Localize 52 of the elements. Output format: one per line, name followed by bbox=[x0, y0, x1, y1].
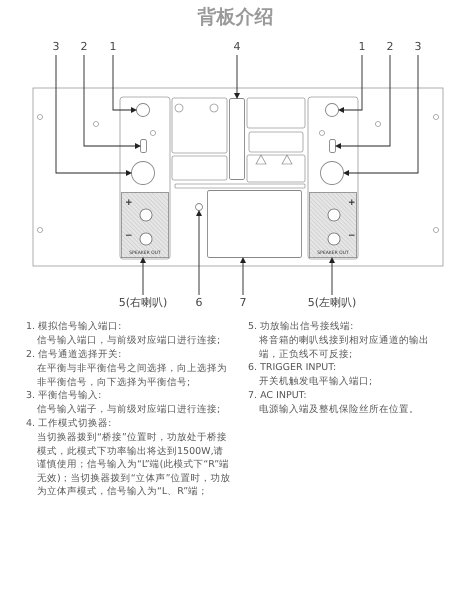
speaker-terminal-panel bbox=[309, 192, 357, 258]
list-heading: 4. 工作模式切换器: bbox=[26, 417, 112, 430]
leader-arrow bbox=[343, 54, 418, 176]
description-text: 在平衡与非平衡信号之间选择，向上选择为非平衡信号，向下选择为平衡信号; bbox=[37, 362, 228, 389]
callout-number: 3 bbox=[50, 40, 62, 54]
list-heading: 3. 平衡信号输入: bbox=[26, 389, 102, 402]
leader-arrow bbox=[335, 54, 390, 149]
callout-number: 2 bbox=[78, 40, 90, 54]
description-text: 信号输入端子，与前级对应端口进行连接; bbox=[37, 403, 222, 416]
mode-switch-strip bbox=[229, 98, 245, 180]
callout-number: 4 bbox=[231, 40, 243, 54]
leader-arrow bbox=[140, 257, 146, 296]
list-heading: 1. 模拟信号输入端口: bbox=[26, 320, 122, 334]
callout-number: 5(右喇叭) bbox=[108, 296, 178, 312]
jack-socket bbox=[325, 103, 339, 117]
switch-box bbox=[329, 139, 336, 153]
leader-arrow bbox=[234, 54, 240, 99]
leader-arrow bbox=[240, 257, 246, 296]
jack-socket bbox=[195, 203, 203, 211]
xlr-socket bbox=[320, 161, 344, 185]
callout-number: 2 bbox=[384, 40, 396, 54]
description-text: 信号输入端口，与前级对应端口进行连接; bbox=[37, 334, 222, 348]
leader-arrow bbox=[84, 54, 141, 149]
speaker-terminal-panel bbox=[121, 192, 169, 258]
ac-input-module bbox=[207, 190, 302, 258]
list-heading: 5. 功放输出信号接线端: bbox=[248, 320, 354, 334]
leader-arrow bbox=[56, 54, 132, 176]
jack-socket bbox=[136, 103, 150, 117]
list-heading: 6. TRIGGER INPUT: bbox=[248, 361, 338, 374]
description-text: 将音箱的喇叭线接到相对应通道的输出端，正负线不可反接; bbox=[259, 334, 430, 361]
description-text: 开关机触发电平输入端口; bbox=[259, 375, 374, 388]
description-text: 当切换器拨到“桥接”位置时，功放处于桥接模式，此模式下功率输出将达到1500W,请谨慎使用；信号输入为“L”端(此模式下“R”端无效)；当切换器拨到“立体声”位置时，功放为立体声模式，信号输入为“L、R”端； bbox=[37, 431, 231, 498]
polarity-label: + bbox=[348, 198, 356, 208]
callout-number: 3 bbox=[412, 40, 424, 54]
callout-number: 7 bbox=[237, 296, 249, 312]
title: 背板介绍 bbox=[196, 5, 274, 30]
leader-arrow bbox=[338, 54, 362, 113]
switch-box bbox=[140, 139, 147, 153]
polarity-label: + bbox=[125, 198, 133, 208]
callout-number: 1 bbox=[107, 40, 119, 54]
callout-number: 5(左喇叭) bbox=[297, 296, 367, 312]
polarity-label: − bbox=[348, 231, 356, 241]
leader-arrow bbox=[112, 54, 137, 113]
list-heading: 2. 信号通道选择开关: bbox=[26, 348, 122, 362]
polarity-label: − bbox=[125, 231, 133, 241]
callout-number: 1 bbox=[356, 40, 368, 54]
leader-arrow bbox=[196, 210, 202, 296]
callout-number: 6 bbox=[193, 296, 205, 312]
list-heading: 7. AC INPUT: bbox=[248, 389, 308, 402]
xlr-socket bbox=[131, 161, 155, 185]
description-text: 电源输入端及整机保险丝所在位置。 bbox=[259, 403, 420, 416]
leader-arrow bbox=[329, 257, 335, 296]
